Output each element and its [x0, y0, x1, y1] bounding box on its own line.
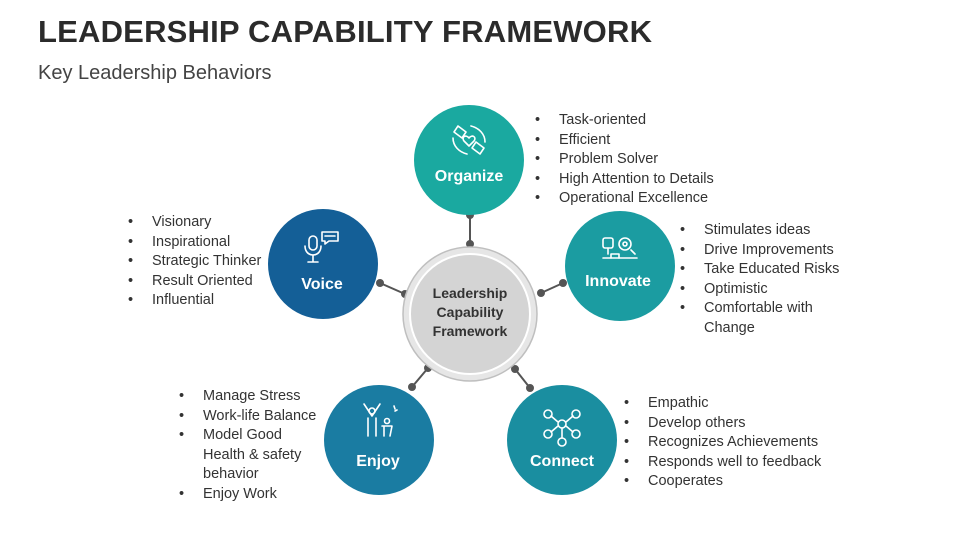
- list-item: Work-life Balance: [179, 407, 324, 427]
- organize-list: Task-oriented Efficient Problem Solver H…: [535, 111, 714, 209]
- node-innovate: Innovate: [565, 211, 675, 321]
- network-nodes-icon: [543, 409, 581, 447]
- connect-list: Empathic Develop others Recognizes Achie…: [624, 394, 824, 492]
- list-item: Result Oriented: [128, 272, 261, 292]
- list-item: Model Good Health & safety behavior: [179, 426, 324, 485]
- list-item: Develop others: [624, 414, 824, 434]
- center-label-line2: Capability: [437, 304, 504, 320]
- enjoy-circle: [324, 385, 434, 495]
- voice-label: Voice: [301, 276, 343, 293]
- innovate-label: Innovate: [585, 273, 651, 290]
- center-circle: [409, 253, 531, 375]
- list-item: Problem Solver: [535, 150, 714, 170]
- list-item: Optimistic: [680, 280, 850, 300]
- list-item: Cooperates: [624, 472, 824, 492]
- list-item: High Attention to Details: [535, 170, 714, 190]
- connectors: [376, 211, 567, 392]
- connector-dot: [526, 384, 534, 392]
- node-connect: Connect: [507, 385, 617, 495]
- list-item: Efficient: [535, 131, 714, 151]
- list-item: Take Educated Risks: [680, 260, 850, 280]
- center-label-line1: Leadership: [433, 285, 508, 301]
- organize-label: Organize: [435, 168, 504, 185]
- connector-dot: [376, 279, 384, 287]
- connector-enjoy: [411, 367, 429, 388]
- list-item: Empathic: [624, 394, 824, 414]
- lightbulb-gears-icon: [602, 237, 638, 259]
- innovate-list: Stimulates ideas Drive Improvements Take…: [680, 221, 850, 338]
- list-item: Operational Excellence: [535, 189, 714, 209]
- enjoy-list: Manage Stress Work-life Balance Model Go…: [179, 387, 324, 504]
- node-organize: Organize: [414, 105, 524, 215]
- connector-dot: [408, 383, 416, 391]
- list-item: Enjoy Work: [179, 485, 324, 505]
- connector-dot: [511, 365, 519, 373]
- connector-dot: [559, 279, 567, 287]
- voice-list: Visionary Inspirational Strategic Thinke…: [128, 213, 261, 311]
- list-item: Responds well to feedback: [624, 453, 824, 473]
- connector-dot: [537, 289, 545, 297]
- node-enjoy: Enjoy: [324, 385, 434, 495]
- connect-circle: [507, 385, 617, 495]
- node-voice: Voice: [268, 209, 378, 319]
- connect-label: Connect: [530, 453, 595, 470]
- list-item: Visionary: [128, 213, 261, 233]
- list-item: Task-oriented: [535, 111, 714, 131]
- list-item: Inspirational: [128, 233, 261, 253]
- list-item: Drive Improvements: [680, 241, 850, 261]
- list-item: Stimulates ideas: [680, 221, 850, 241]
- center-node: Leadership Capability Framework: [402, 246, 538, 382]
- page-subtitle: Key Leadership Behaviors: [38, 62, 272, 84]
- center-label-line3: Framework: [433, 323, 508, 339]
- innovate-circle: [565, 211, 675, 321]
- list-item: Strategic Thinker: [128, 252, 261, 272]
- enjoy-label: Enjoy: [356, 453, 400, 470]
- microphone-speech-icon: [304, 231, 339, 263]
- list-item: Comfortable with Change: [680, 299, 850, 338]
- handshake-heart-icon: [452, 125, 486, 155]
- connector-innovate: [540, 282, 564, 294]
- list-item: Manage Stress: [179, 387, 324, 407]
- celebrating-people-icon: [363, 403, 398, 437]
- list-item: Influential: [128, 291, 261, 311]
- voice-circle: [268, 209, 378, 319]
- connector-dot: [466, 240, 474, 248]
- page-title: LEADERSHIP CAPABILITY FRAMEWORK: [38, 14, 653, 49]
- connector-connect: [514, 368, 531, 389]
- list-item: Recognizes Achievements: [624, 433, 824, 453]
- organize-circle: [414, 105, 524, 215]
- connector-voice: [379, 282, 406, 295]
